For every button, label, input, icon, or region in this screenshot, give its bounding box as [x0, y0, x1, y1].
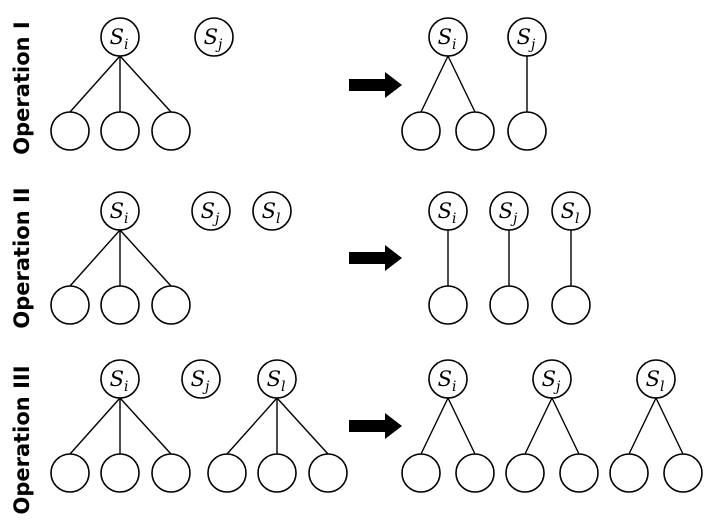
op3-after-tree-2-node-label: Sj: [542, 367, 561, 395]
op3-after-tree-3-node-label: Sl: [646, 367, 665, 395]
operation-1-title: Operation I: [10, 21, 34, 154]
op2-before-tree-1-edge-3: [119, 229, 172, 287]
op1-after-tree-2-node-label: Sj: [517, 25, 536, 53]
op2-after-tree-1-node-label: Si: [438, 199, 457, 227]
op3-before-tree-2-node-label: Sj: [191, 367, 210, 395]
operation-2: Operation II Si Sj Sl Si Sj Sl: [10, 187, 591, 329]
op2-after-tree-2-node-label: Sj: [499, 199, 518, 227]
op3-before-tree-2-parent-node: [181, 359, 221, 399]
op3-before-tree-1-parent-node: [100, 359, 140, 399]
op3-before-tree-1-edge-3: [119, 397, 172, 455]
op1-after-tree-2-child-node-1: [507, 111, 547, 151]
op1-after-tree-1-parent-node: [428, 17, 468, 57]
op1-before-tree-2-node-label: Sj: [204, 25, 223, 53]
op1-before-tree-1-child-node-2: [100, 111, 140, 151]
op1-before-tree-1-node-label: Si: [110, 25, 129, 53]
op3-before-tree-1-child-node-2: [100, 453, 140, 493]
op1-before-tree-1-edge-3: [119, 55, 172, 113]
op2-after-tree-1-parent-node: [428, 191, 468, 231]
op1-after-tree-1-edge-1: [420, 55, 449, 113]
op1-before-tree-1-child-node-3: [151, 111, 191, 151]
op3-after-tree-1-edge-2: [447, 397, 476, 455]
op3-before-tree-3-node-label: Sl: [267, 367, 286, 395]
op3-before-tree-3-edge-1: [226, 397, 278, 455]
op3-after-tree-1-edge-1: [420, 397, 449, 455]
op2-before-tree-2-parent-node: [191, 191, 231, 231]
op2-before-tree-1-child-node-3: [151, 285, 191, 325]
op3-before-tree-3-child-node-2: [257, 453, 297, 493]
op3-after-tree-2-edge-2: [551, 397, 580, 455]
operation-1: Operation I Si Sj Si Sj: [10, 17, 547, 155]
op2-before-tree-1-edge-1: [69, 229, 121, 287]
op2-before-tree-2-node-label: Sj: [201, 199, 220, 227]
op3-after-tree-3-child-node-2: [663, 453, 703, 493]
op2-before-tree-3-parent-node: [252, 191, 292, 231]
op2-after-tree-3-node-label: Sl: [561, 199, 580, 227]
op1-before-tree-1-child-node-1: [50, 111, 90, 151]
operation-3-title: Operation III: [10, 365, 34, 514]
op3-transform-arrow-icon: [349, 413, 402, 439]
op3-before-tree-1-child-node-3: [151, 453, 191, 493]
op3-after-tree-3-child-node-1: [609, 453, 649, 493]
op2-before-tree-1-child-node-1: [50, 285, 90, 325]
op2-after-tree-2-child-node-1: [489, 285, 529, 325]
op3-after-tree-1-node-label: Si: [438, 367, 457, 395]
op2-after-tree-3-parent-node: [551, 191, 591, 231]
op3-after-tree-2-child-node-2: [559, 453, 599, 493]
op1-after-tree-1-child-node-1: [401, 111, 441, 151]
op3-after-tree-2-parent-node: [532, 359, 572, 399]
op3-after-tree-1-child-node-1: [401, 453, 441, 493]
op3-after-tree-2-child-node-1: [505, 453, 545, 493]
op3-after-tree-3-edge-2: [655, 397, 684, 455]
op3-before-tree-1-node-label: Si: [110, 367, 129, 395]
op2-before-tree-1-parent-node: [100, 191, 140, 231]
op3-before-tree-3-edge-3: [276, 397, 329, 455]
op1-after-tree-1-child-node-2: [455, 111, 495, 151]
op3-before-tree-1-edge-1: [69, 397, 121, 455]
op1-before-tree-2-parent-node: [194, 17, 234, 57]
op2-after-tree-3-child-node-1: [551, 285, 591, 325]
op3-before-tree-3-child-node-1: [207, 453, 247, 493]
op3-after-tree-2-edge-1: [524, 397, 553, 455]
op3-after-tree-3-edge-1: [628, 397, 657, 455]
op1-before-tree-1-edge-1: [69, 55, 121, 113]
op2-before-tree-1-child-node-2: [100, 285, 140, 325]
operation-3: Operation III Si Sj Sl Si Sj Sl: [10, 359, 703, 515]
op1-after-tree-1-node-label: Si: [438, 25, 457, 53]
op2-before-tree-1-node-label: Si: [110, 199, 129, 227]
op2-after-tree-2-parent-node: [489, 191, 529, 231]
op3-before-tree-3-parent-node: [257, 359, 297, 399]
op2-before-tree-3-node-label: Sl: [262, 199, 281, 227]
op2-after-tree-1-child-node-1: [428, 285, 468, 325]
op1-transform-arrow-icon: [349, 72, 402, 98]
op1-after-tree-2-parent-node: [507, 17, 547, 57]
operation-2-title: Operation II: [10, 187, 34, 328]
op3-after-tree-1-parent-node: [428, 359, 468, 399]
op3-before-tree-1-child-node-1: [50, 453, 90, 493]
op3-after-tree-1-child-node-2: [455, 453, 495, 493]
op3-after-tree-3-parent-node: [636, 359, 676, 399]
op2-transform-arrow-icon: [349, 245, 402, 271]
op1-after-tree-1-edge-2: [447, 55, 476, 113]
op1-before-tree-1-parent-node: [100, 17, 140, 57]
op3-before-tree-3-child-node-3: [308, 453, 348, 493]
